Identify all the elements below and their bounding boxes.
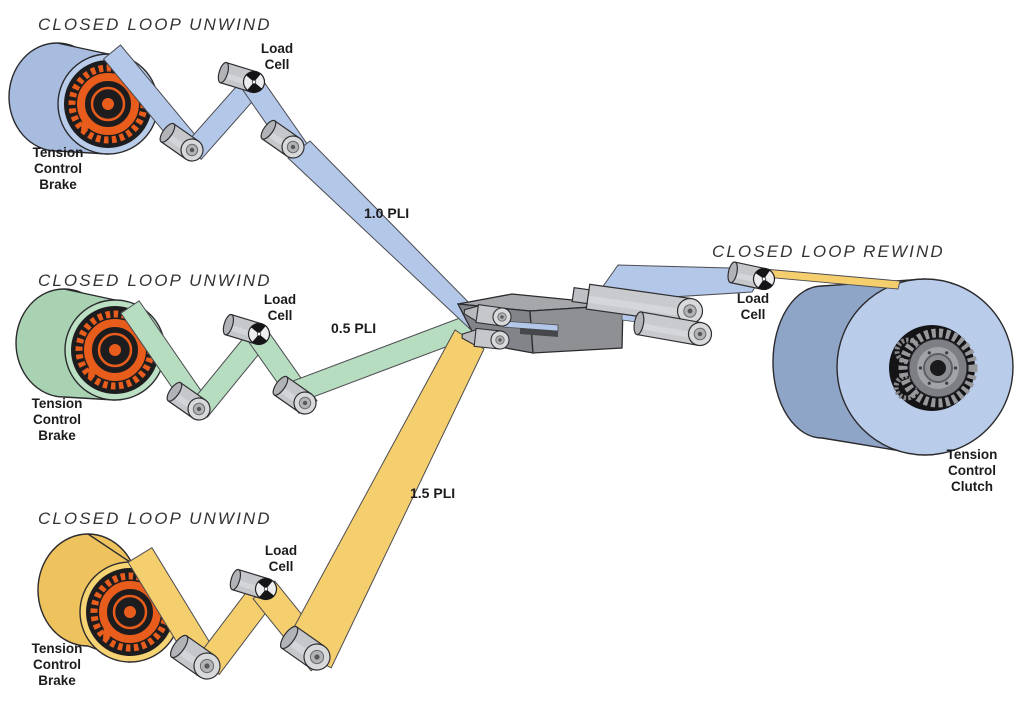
unwind-top-roll [8, 42, 159, 155]
unwind-bottom-brake-label: Tension Control Brake [31, 641, 83, 688]
rewind-title: CLOSED LOOP REWIND [712, 242, 945, 261]
unwind-bottom-load-cell-label: Load Cell [264, 543, 298, 574]
unwind-top-brake-label: Tension Control Brake [32, 145, 84, 192]
unwind-middle-roll [15, 288, 166, 401]
laminator-station [456, 293, 661, 354]
nip-slot [520, 328, 558, 337]
rewind-clutch-label: Tension Control Clutch [946, 447, 998, 494]
unwind-middle-brake-label: Tension Control Brake [31, 396, 83, 443]
unwind-middle-tension-label: 0.5 PLI [331, 320, 377, 336]
rewind-load-cell-label: Load Cell [736, 291, 770, 322]
unwind-middle-title: CLOSED LOOP UNWIND [38, 271, 272, 290]
rewind-roll [772, 278, 1014, 456]
unwind-middle-load-cell-label: Load Cell [263, 292, 297, 323]
tension-clutch-gear [889, 325, 978, 411]
unwind-top-tension-label: 1.0 PLI [364, 205, 410, 221]
unwind-bottom-tension-label: 1.5 PLI [410, 485, 456, 501]
unwind-bottom-title: CLOSED LOOP UNWIND [38, 509, 272, 528]
unwind-top-title: CLOSED LOOP UNWIND [38, 15, 272, 34]
unwind-top-load-cell-label: Load Cell [260, 41, 294, 72]
